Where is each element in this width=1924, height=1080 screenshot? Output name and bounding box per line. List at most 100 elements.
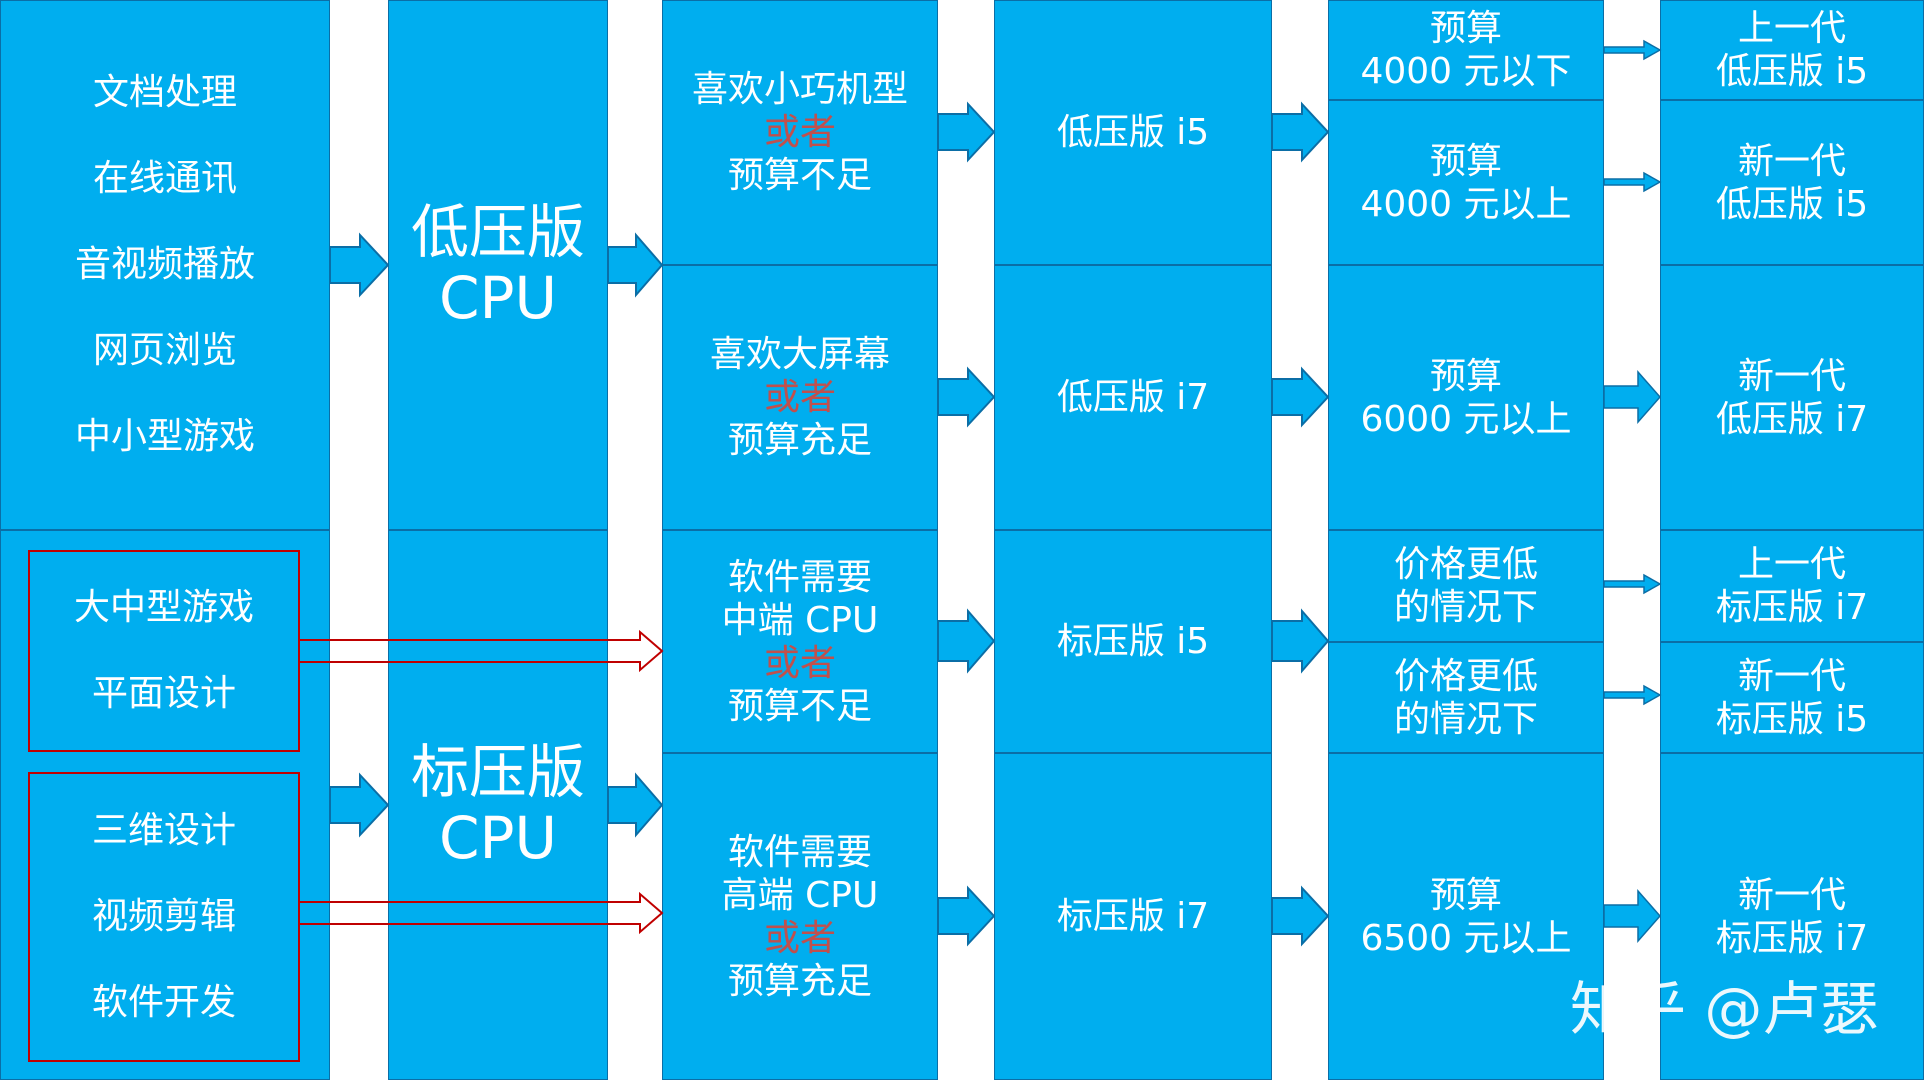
- result-line: 上一代: [1737, 8, 1846, 49]
- arrow-right-outline-icon: [608, 891, 664, 935]
- result-new-std-i7: 新一代 标压版 i7: [1660, 753, 1924, 1080]
- arrow-right-outline-icon: [608, 629, 664, 673]
- arrow-right-icon: [607, 232, 664, 298]
- usage-item: 软件开发: [91, 982, 236, 1023]
- arrow-right-icon: [329, 772, 390, 838]
- usage-box-light: 文档处理 在线通讯 音视频播放 网页浏览 中小型游戏: [0, 0, 330, 530]
- result-prev-low-i5: 上一代 低压版 i5: [1660, 0, 1924, 100]
- pref-line: 预算充足: [727, 960, 872, 1002]
- arrow-right-icon: [607, 772, 664, 838]
- usage-list-mid: 大中型游戏 平面设计: [30, 552, 298, 750]
- budget-line: 的情况下: [1393, 587, 1538, 628]
- pref-line: 预算不足: [727, 685, 872, 727]
- preference-large: 喜欢大屏幕 或者 预算充足: [662, 265, 938, 530]
- arrow-right-icon: [1603, 889, 1661, 943]
- result-line: 标压版 i7: [1715, 917, 1869, 959]
- pref-or: 或者: [763, 642, 836, 684]
- result-new-std-i5: 新一代 标压版 i5: [1660, 642, 1924, 753]
- model-std-i5: 标压版 i5: [994, 530, 1272, 753]
- budget-line: 预算: [1429, 8, 1502, 49]
- arrow-right-icon: [329, 232, 390, 298]
- usage-item: 网页浏览: [92, 330, 237, 371]
- arrow-right-icon: [1603, 684, 1662, 706]
- pref-line: 软件需要: [727, 831, 872, 873]
- cpu-type-label: 低压版: [410, 198, 585, 266]
- usage-group-mid: [28, 550, 300, 752]
- budget-line: 6500 元以上: [1360, 917, 1572, 959]
- result-line: 新一代: [1737, 874, 1846, 916]
- budget-line: 预算: [1429, 140, 1502, 182]
- pref-line: 预算不足: [727, 155, 872, 196]
- pref-line: 预算充足: [727, 420, 872, 461]
- preference-small: 喜欢小巧机型 或者 预算不足: [662, 0, 938, 265]
- budget-cheaper-2: 价格更低 的情况下: [1328, 642, 1604, 753]
- budget-cheaper-1: 价格更低 的情况下: [1328, 530, 1604, 642]
- pref-line: 喜欢小巧机型: [691, 69, 908, 110]
- result-new-low-i5: 新一代 低压版 i5: [1660, 100, 1924, 265]
- pref-line: 软件需要: [727, 556, 872, 598]
- usage-group-high: [28, 772, 300, 1062]
- budget-under-4000: 预算 4000 元以下: [1328, 0, 1604, 100]
- usage-item: 在线通讯: [92, 158, 237, 199]
- cpu-type-label: CPU: [439, 804, 557, 872]
- arrow-right-icon: [1271, 101, 1330, 163]
- model-label: 低压版 i5: [1056, 112, 1210, 153]
- result-line: 低压版 i5: [1715, 51, 1869, 92]
- pref-line: 中端 CPU: [721, 599, 879, 641]
- cpu-type-label: CPU: [439, 264, 557, 332]
- usage-item: 大中型游戏: [73, 587, 254, 628]
- arrow-right-icon: [937, 885, 996, 947]
- budget-line: 6000 元以上: [1360, 398, 1572, 440]
- usage-list-high: 三维设计 视频剪辑 软件开发: [30, 774, 298, 1060]
- model-label: 标压版 i5: [1056, 621, 1210, 662]
- pref-line: 喜欢大屏幕: [709, 334, 890, 375]
- pref-or: 或者: [763, 377, 836, 418]
- result-line: 低压版 i7: [1715, 398, 1869, 440]
- usage-item: 平面设计: [91, 673, 236, 714]
- arrow-right-icon: [1603, 39, 1662, 61]
- usage-item: 三维设计: [91, 810, 236, 851]
- result-line: 标压版 i5: [1715, 698, 1869, 740]
- preference-mid-cpu: 软件需要 中端 CPU 或者 预算不足: [662, 530, 938, 753]
- usage-item: 文档处理: [92, 72, 237, 113]
- model-label: 低压版 i7: [1056, 377, 1210, 418]
- budget-over-6000: 预算 6000 元以上: [1328, 265, 1604, 530]
- usage-item: 视频剪辑: [91, 896, 236, 937]
- budget-over-6500: 预算 6500 元以上: [1328, 753, 1604, 1080]
- budget-line: 预算: [1429, 874, 1502, 916]
- budget-line: 4000 元以下: [1360, 51, 1572, 92]
- result-prev-std-i7: 上一代 标压版 i7: [1660, 530, 1924, 642]
- budget-over-4000: 预算 4000 元以上: [1328, 100, 1604, 265]
- model-std-i7: 标压版 i7: [994, 753, 1272, 1080]
- result-line: 上一代: [1737, 544, 1846, 585]
- result-line: 新一代: [1737, 355, 1846, 397]
- preference-high-cpu: 软件需要 高端 CPU 或者 预算充足: [662, 753, 938, 1080]
- result-line: 标压版 i7: [1715, 587, 1869, 628]
- usage-item: 音视频播放: [74, 244, 255, 285]
- arrow-right-icon: [937, 366, 996, 428]
- watermark: 知乎 @卢瑟: [1570, 975, 1879, 1043]
- arrow-right-icon: [1271, 366, 1330, 428]
- cpu-standard-voltage: 标压版 CPU: [388, 530, 608, 1080]
- cpu-type-label: 标压版: [410, 738, 585, 806]
- budget-line: 价格更低: [1393, 655, 1538, 697]
- pref-or: 或者: [763, 917, 836, 959]
- arrow-right-icon: [937, 101, 996, 163]
- arrow-right-icon: [1603, 370, 1661, 424]
- arrow-right-icon: [1271, 885, 1330, 947]
- usage-item: 中小型游戏: [74, 416, 255, 457]
- result-line: 新一代: [1737, 140, 1846, 182]
- budget-line: 价格更低: [1393, 544, 1538, 585]
- result-new-low-i7: 新一代 低压版 i7: [1660, 265, 1924, 530]
- result-line: 新一代: [1737, 655, 1846, 697]
- model-label: 标压版 i7: [1056, 896, 1210, 937]
- arrow-right-icon: [1603, 171, 1662, 193]
- arrow-right-icon: [937, 608, 996, 674]
- arrow-right-icon: [1271, 608, 1330, 674]
- model-low-i7: 低压版 i7: [994, 265, 1272, 530]
- pref-line: 高端 CPU: [721, 874, 879, 916]
- result-line: 低压版 i5: [1715, 183, 1869, 225]
- budget-line: 的情况下: [1393, 698, 1538, 740]
- budget-line: 预算: [1429, 355, 1502, 397]
